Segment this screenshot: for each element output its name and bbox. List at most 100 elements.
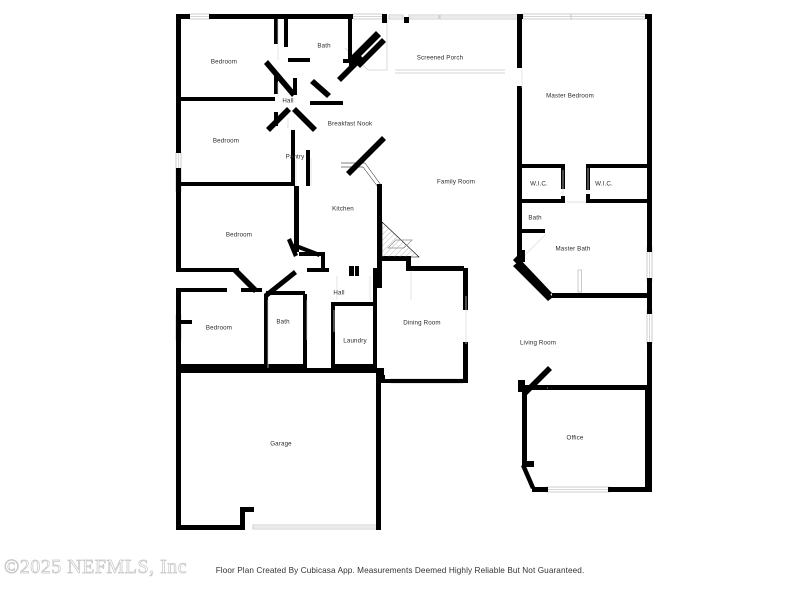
wall-segment — [517, 250, 525, 262]
wall-segment — [404, 17, 409, 23]
wall-segment — [376, 368, 384, 382]
wall-segment — [522, 392, 527, 464]
wall-segment — [321, 252, 325, 268]
wall-segment — [355, 266, 359, 276]
wall-segment — [586, 199, 647, 203]
wall-segment — [331, 364, 377, 369]
wall-segment — [377, 184, 382, 258]
wall-segment — [176, 14, 190, 19]
wall-segment — [314, 14, 352, 19]
mls-watermark: ©2025 NEFMLS, Inc — [4, 556, 188, 579]
window — [545, 486, 611, 493]
wall-segment — [303, 294, 307, 368]
wall-segment — [382, 14, 387, 23]
wall-segment — [517, 14, 522, 68]
window — [646, 246, 653, 282]
room-label: Laundry — [343, 338, 367, 345]
wall-segment — [376, 368, 381, 510]
wall-segment — [264, 294, 268, 368]
wall-segment — [310, 14, 314, 19]
wall-segment — [517, 104, 522, 164]
room-label: Garage — [270, 441, 292, 448]
wall-segment — [176, 168, 181, 272]
wall-segment — [176, 368, 378, 373]
wall-segment — [385, 379, 465, 383]
wall-segment — [406, 266, 464, 271]
wall-segment — [240, 507, 254, 512]
fireplace-icon — [381, 221, 420, 258]
window — [252, 524, 378, 530]
wall-segment — [586, 164, 647, 168]
room-label: Office — [567, 435, 584, 442]
wall-segment — [274, 76, 278, 94]
wall-segment — [303, 14, 308, 19]
door-leaves — [181, 55, 386, 324]
wall-segment — [176, 525, 242, 530]
room-label: Bedroom — [206, 325, 232, 332]
wall-segment — [176, 363, 181, 529]
room-label: Family Room — [437, 179, 475, 186]
room-label: Dining Room — [403, 320, 440, 327]
room-label: Kitchen — [332, 206, 354, 213]
wall-segment — [608, 487, 650, 492]
wall-segment — [308, 14, 310, 19]
wall-segment — [463, 268, 468, 294]
wall-segment — [517, 164, 565, 168]
wall-segment — [209, 14, 284, 19]
room-label: Bedroom — [211, 59, 237, 66]
room-label: Hall — [282, 98, 293, 105]
wall-segment — [287, 14, 303, 19]
window — [646, 309, 653, 345]
wall-segment — [291, 130, 295, 186]
window — [388, 14, 404, 20]
wall-segment — [294, 186, 299, 252]
master-bath-fixture — [577, 269, 582, 293]
window — [352, 13, 384, 20]
wall-segment — [552, 293, 647, 298]
window — [439, 14, 519, 20]
room-label: Hall — [333, 290, 344, 297]
room-label: Bath — [528, 215, 542, 222]
wall-segment — [179, 364, 307, 368]
wall-segment — [266, 291, 305, 295]
wall-segment — [645, 385, 650, 492]
wall-segment — [179, 97, 275, 101]
wall-segment — [349, 266, 354, 276]
wall-segment — [517, 199, 565, 203]
wall-segment — [306, 150, 310, 186]
kitchen-counter-rail — [341, 162, 382, 188]
wall-segment — [463, 342, 468, 383]
room-label: Bedroom — [213, 138, 239, 145]
room-label: Bedroom — [226, 232, 252, 239]
wall-segment — [376, 507, 381, 530]
wall-segment — [522, 461, 534, 467]
wall-segment — [610, 293, 615, 298]
wall-segment — [348, 14, 352, 59]
wall-segment — [240, 507, 245, 530]
wall-segment — [647, 278, 652, 314]
wall-segment — [373, 268, 377, 368]
wall-segment — [331, 302, 335, 368]
room-label: Bath — [276, 319, 290, 326]
room-label: Breakfast Nook — [328, 121, 373, 128]
wall-segment — [463, 294, 468, 310]
room-label: Master Bedroom — [546, 93, 594, 100]
room-label: Living Room — [520, 340, 556, 347]
room-label: W.I.C. — [530, 181, 548, 188]
wall-segment — [547, 385, 647, 390]
window — [570, 13, 648, 20]
room-label: Bath — [317, 43, 331, 50]
wall-segment — [179, 288, 227, 292]
wall-segment — [331, 302, 377, 306]
wall-segment — [377, 256, 382, 288]
window — [408, 14, 440, 20]
window — [188, 13, 211, 20]
wall-segment — [647, 14, 652, 168]
wall-segment — [288, 58, 310, 62]
wall-segment — [307, 268, 329, 272]
living-room-angled-wall — [513, 262, 553, 301]
